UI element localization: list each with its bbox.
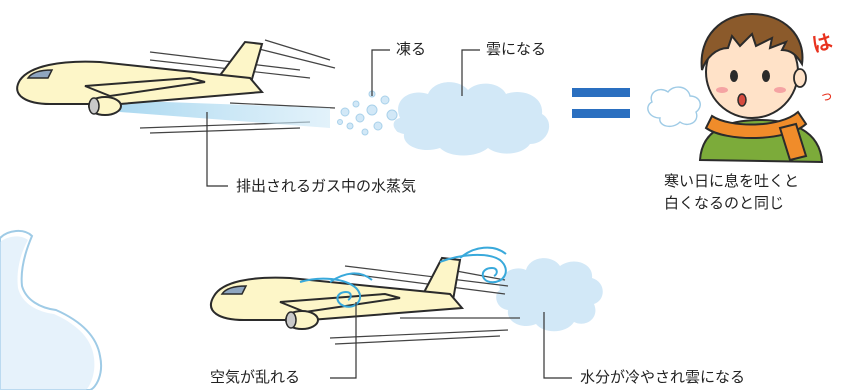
- moisture-cooled-leader: [543, 312, 572, 379]
- label-exclaim-small: っ: [820, 89, 834, 104]
- air-disturbed-leader: [330, 302, 357, 379]
- label-breath-caption-line1: 寒い日に息を吐くと: [664, 172, 800, 190]
- become-cloud-leader: [461, 49, 480, 96]
- frozen-droplets: [337, 90, 405, 136]
- boy-mouth: [737, 93, 747, 107]
- exhaust-vapor-leader: [206, 112, 228, 187]
- bottom-airplane: [210, 256, 520, 345]
- top-airplane: [16, 39, 336, 134]
- top-cockpit-window: [26, 69, 54, 79]
- boy-illustration: [698, 12, 824, 164]
- label-freeze: 凍る: [396, 40, 427, 58]
- label-breath-caption-line2: 白くなるのと同じ: [664, 194, 785, 212]
- bottom-cloud: [496, 258, 603, 332]
- top-exhaust-stream: [110, 100, 330, 128]
- boy-hair: [700, 12, 804, 71]
- bottom-cockpit-window: [220, 285, 248, 295]
- label-moisture-cooled: 水分が冷やされ雲になる: [580, 368, 746, 386]
- freeze-leader: [371, 49, 390, 96]
- label-exhaust-vapor: 排出されるガス中の水蒸気: [236, 177, 417, 195]
- equals-sign: [572, 88, 630, 118]
- label-air-disturbed: 空気が乱れる: [210, 368, 301, 386]
- vortex-wing: [299, 272, 373, 308]
- vortex-tail: [439, 246, 507, 284]
- breath-puff: [647, 86, 701, 128]
- top-cloud: [393, 82, 550, 156]
- top-wing: [84, 76, 206, 98]
- label-become-cloud: 雲になる: [486, 40, 547, 58]
- top-speed-lines: [139, 39, 336, 134]
